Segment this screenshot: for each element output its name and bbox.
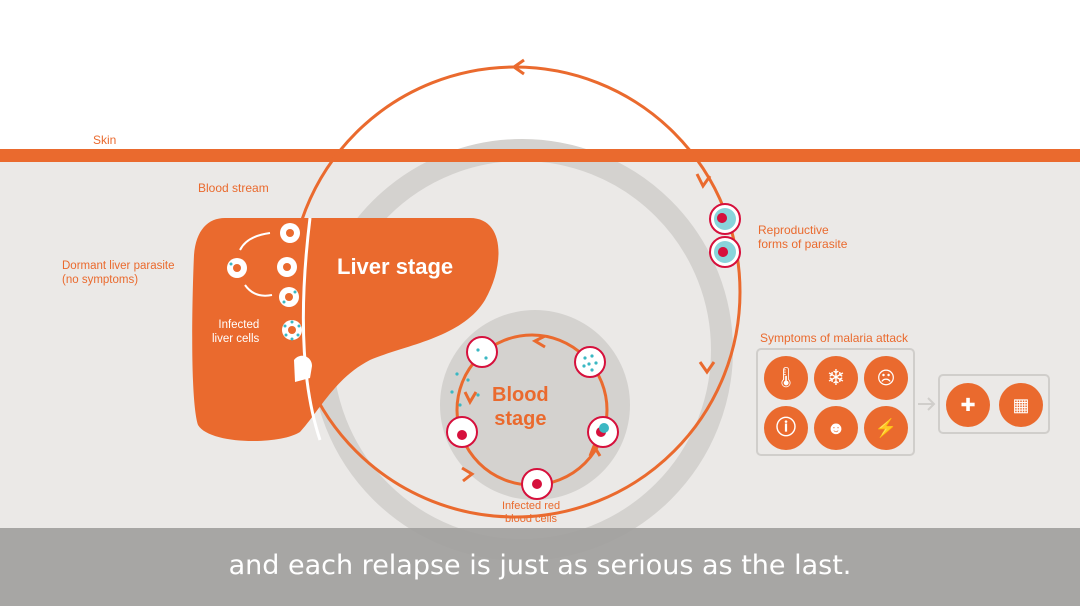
arrow-icon: [461, 466, 475, 483]
warning-icon: ⓘ: [764, 406, 808, 450]
muscle-pain-icon: ⚡: [864, 406, 908, 450]
fatigue-icon: ☻: [814, 406, 858, 450]
reproductive-forms-label: Reproductive forms of parasite: [758, 223, 848, 251]
ambulance-icon: ✚: [946, 383, 990, 427]
skin-line: [0, 149, 1080, 162]
outside-skin-area: [0, 0, 1080, 152]
arrow-icon: [531, 334, 546, 349]
headache-icon: ☹: [864, 356, 908, 400]
liver-parasites: [229, 262, 301, 341]
arrow-icon: [695, 173, 712, 189]
thermometer-icon: 🌡: [764, 356, 808, 400]
hospital-icon: ▦: [999, 383, 1043, 427]
care-box: [938, 374, 1050, 434]
arrow-icon: [244, 284, 273, 297]
liver-stage-label: Liver stage: [337, 254, 454, 279]
liver-divider: [301, 217, 322, 441]
snowflake-icon: ❄: [814, 356, 858, 400]
arrow-icon: [698, 361, 716, 375]
arrow-icon: [239, 232, 271, 251]
blood-stage-label: Blood stage: [492, 384, 549, 430]
symptoms-box: [756, 348, 915, 456]
arrow-icon: [511, 58, 525, 76]
cell-nuclei: [233, 229, 296, 334]
symptoms-label: Symptoms of malaria attack: [760, 331, 909, 345]
merozoites: [450, 208, 736, 433]
arrow-icon: [463, 391, 478, 406]
subtitle-bar: and each relapse is just as serious as t…: [0, 528, 1080, 606]
infected-red-cells-label: Infected red blood cells: [502, 500, 561, 525]
skin-label: Skin: [93, 133, 117, 147]
infected-liver-cells-label: Infected liver cells: [212, 319, 260, 345]
liver-shape: [192, 218, 499, 442]
dormant-parasite-label: Dormant liver parasite (no symptoms): [62, 260, 175, 286]
arrow-icon: [927, 397, 936, 411]
subtitle-text: and each relapse is just as serious as t…: [228, 550, 852, 581]
arrow-icon: [588, 442, 602, 457]
blood-stream-label: Blood stream: [198, 181, 269, 195]
